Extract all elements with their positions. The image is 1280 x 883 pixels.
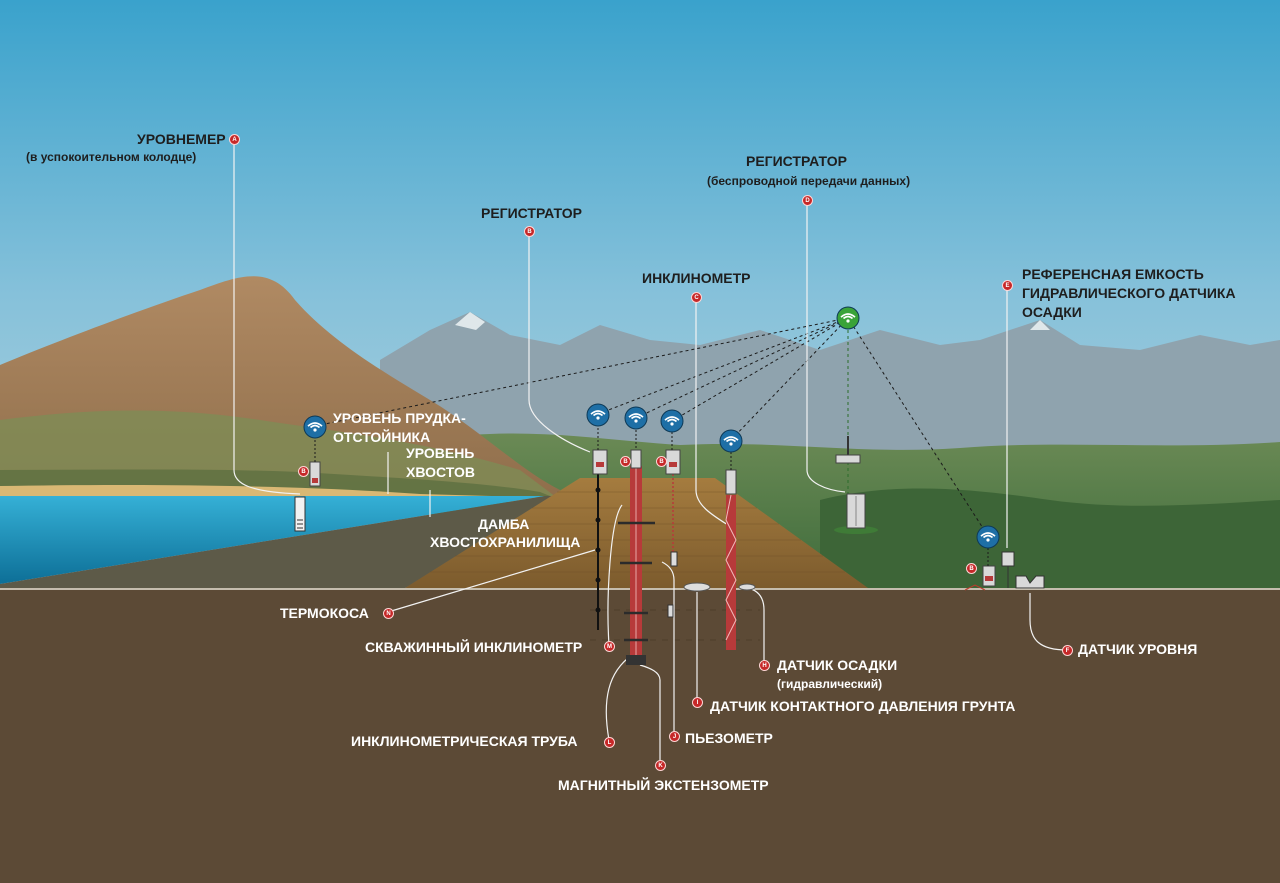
label-reference-tank-3: ОСАДКИ	[1022, 304, 1082, 320]
badge-b: B	[524, 226, 535, 237]
wifi-icons	[303, 306, 1000, 549]
label-level-sensor: ДАТЧИК УРОВНЯ	[1078, 641, 1198, 657]
label-inclinometer: ИНКЛИНОМЕТР	[642, 270, 751, 286]
label-logger-d: РЕГИСТРАТОР	[746, 153, 847, 169]
tailings-slope	[0, 496, 580, 588]
label-piezometer: ПЬЕЗОМЕТР	[685, 730, 773, 746]
label-dam-2: ХВОСТОХРАНИЛИЩА	[430, 534, 581, 550]
label-settlement-sensor-sub: (гидравлический)	[777, 677, 883, 691]
borehole-inclinometer	[595, 473, 601, 630]
label-inclinometer-casing: ИНКЛИНОМЕТРИЧЕСКАЯ ТРУБА	[351, 733, 578, 749]
settlement-sensor	[738, 583, 756, 591]
radio-tower-icon	[834, 436, 878, 534]
label-tailings-level-2: ХВОСТОВ	[406, 464, 475, 480]
badge-e: E	[1002, 280, 1013, 291]
label-reference-tank-1: РЕФЕРЕНСНАЯ ЕМКОСТЬ	[1022, 266, 1204, 282]
magnetic-extensometer-rings	[618, 521, 655, 642]
badge-i: I	[692, 697, 703, 708]
level-gauge-icon	[294, 496, 306, 532]
badge-h: H	[759, 660, 770, 671]
piezometer-column	[667, 470, 678, 618]
badge-b-casing: B	[620, 456, 631, 467]
label-tailings-level-1: УРОВЕНЬ	[406, 445, 475, 461]
badge-d: D	[802, 195, 813, 206]
label-settlement-sensor: ДАТЧИК ОСАДКИ	[777, 657, 898, 673]
label-level-gauge-sub: (в успокоительном колодце)	[26, 150, 197, 164]
label-earth-pressure-cell: ДАТЧИК КОНТАКТНОГО ДАВЛЕНИЯ ГРУНТА	[710, 698, 1016, 714]
badge-b-piezometer: B	[656, 456, 667, 467]
label-thermistor-string: ТЕРМОКОСА	[280, 605, 369, 621]
earth-pressure-cell	[683, 582, 711, 592]
label-reference-tank-2: ГИДРАВЛИЧЕСКОГО ДАТЧИКА	[1022, 285, 1236, 301]
label-pond-level-1: УРОВЕНЬ ПРУДКА-	[333, 410, 466, 426]
reference-tank	[1001, 551, 1015, 588]
badge-j: J	[669, 731, 680, 742]
wifi-icon	[586, 403, 610, 427]
label-logger-d-sub: (беспроводной передачи данных)	[707, 174, 911, 188]
badge-l: L	[604, 737, 615, 748]
label-magnetic-extensometer: МАГНИТНЫЙ ЭКСТЕНЗОМЕТР	[558, 777, 769, 793]
label-pond-level-2: ОТСТОЙНИКА	[333, 429, 431, 445]
distant-mountains	[380, 312, 1280, 470]
inclinometer-column	[725, 494, 737, 650]
badge-b-pond: B	[298, 466, 309, 477]
badge-a: A	[229, 134, 240, 145]
badge-f: F	[1062, 645, 1073, 656]
label-borehole-inclinometer: СКВАЖИННЫЙ ИНКЛИНОМЕТР	[365, 639, 583, 655]
wifi-icon	[624, 406, 648, 430]
badge-b-reference: B	[966, 563, 977, 574]
wifi-icon	[719, 429, 743, 453]
level-sensor-icon	[1015, 575, 1045, 589]
badge-n: N	[383, 608, 394, 619]
wifi-icon	[976, 525, 1000, 549]
wifi-icon	[303, 415, 327, 439]
wifi-icon	[660, 409, 684, 433]
badge-c: C	[691, 292, 702, 303]
wifi-icon	[836, 306, 860, 330]
label-logger-b: РЕГИСТРАТОР	[481, 205, 582, 221]
badge-k: K	[655, 760, 666, 771]
label-level-gauge: УРОВНЕМЕР	[137, 131, 226, 147]
label-dam-1: ДАМБА	[478, 516, 530, 532]
badge-m: M	[604, 641, 615, 652]
